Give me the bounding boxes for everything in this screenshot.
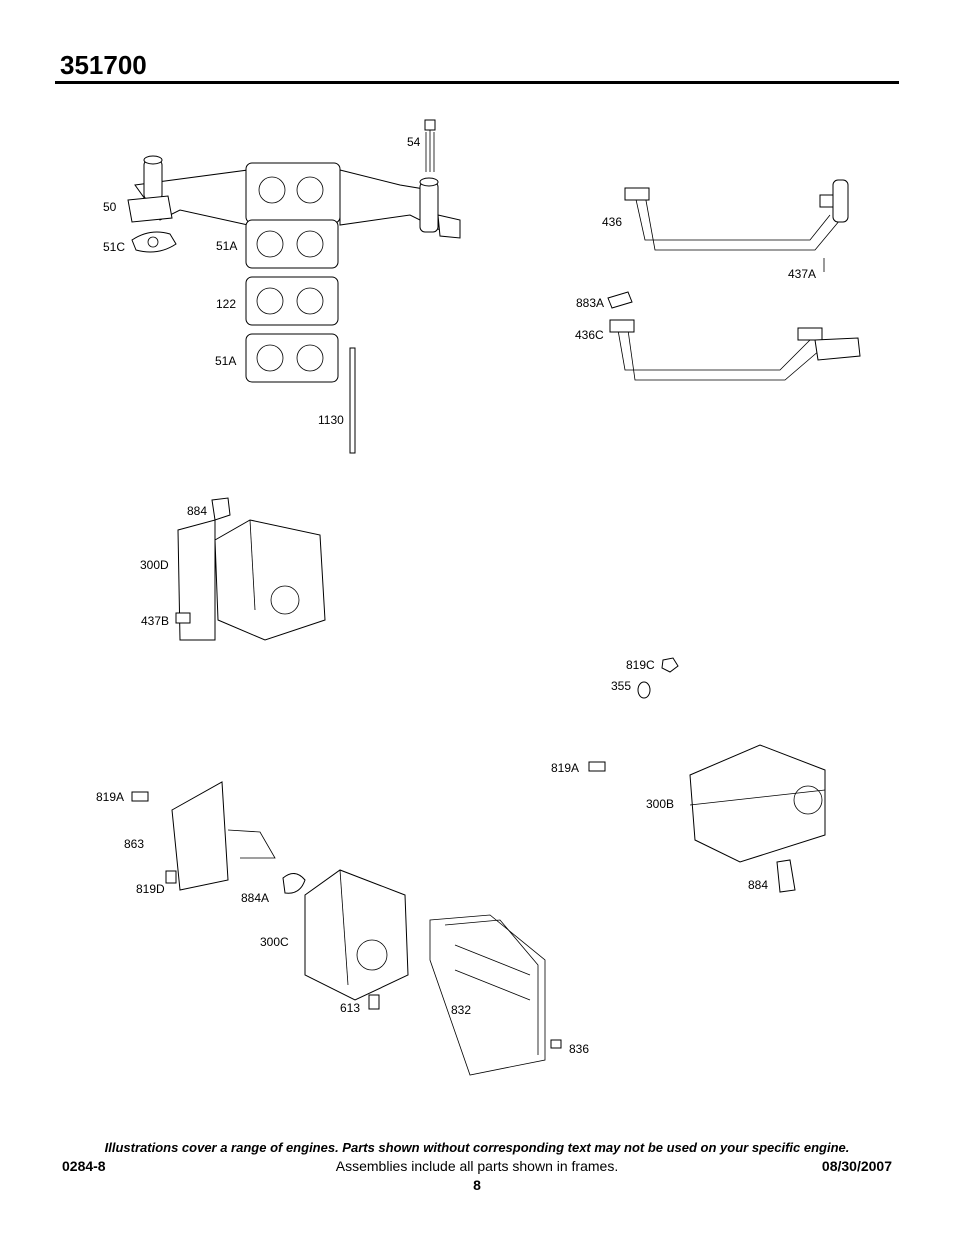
screw-819a-left-illustration [131,791,149,802]
page-title: 351700 [60,50,147,80]
label-437b: 437B [141,614,169,628]
screw-819d-illustration [165,870,177,884]
screw-819a-right-illustration [588,761,606,772]
label-51a-top: 51A [216,239,237,253]
label-1130: 1130 [318,413,344,427]
muffler-300c-illustration [304,869,409,1001]
screw-613-illustration [368,994,380,1010]
label-819d: 819D [136,882,165,896]
heat-shield-832-illustration [429,914,546,1076]
label-300d: 300D [140,558,169,572]
label-355: 355 [611,679,631,693]
exhaust-pipe-436-illustration [624,179,849,251]
label-819a-right: 819A [551,761,579,775]
gasket-883a-illustration [607,291,633,309]
label-50: 50 [103,200,117,214]
label-54: 54 [407,135,421,149]
label-436: 436 [602,215,622,229]
label-613: 613 [340,1001,360,1015]
label-51c: 51C [103,240,125,254]
exhaust-manifold-illustration [127,155,461,239]
washer-355-illustration [637,681,651,699]
label-884-right: 884 [748,878,768,892]
footer-disclaimer: Illustrations cover a range of engines. … [104,1140,850,1155]
screw-437b-illustration [175,612,191,624]
label-884a: 884A [241,891,269,905]
label-122: 122 [216,297,236,311]
label-436c: 436C [575,328,604,342]
bracket-863-illustration [171,781,229,891]
screw-836-illustration [550,1039,562,1049]
footer-document-code: 0284-8 [62,1158,106,1174]
muffler-300b-illustration [689,744,826,893]
label-836: 836 [569,1042,589,1056]
label-883a: 883A [576,296,604,310]
label-300c: 300C [260,935,289,949]
gasket-51c-illustration [131,231,177,253]
muffler-300d-illustration [177,497,326,641]
label-819c: 819C [626,658,655,672]
footer-assembly-note: Assemblies include all parts shown in fr… [335,1158,619,1174]
label-437a: 437A [788,267,816,281]
gasket-stack-illustration [245,219,339,383]
stud-1130-illustration [349,347,356,454]
label-300b: 300B [646,797,674,811]
label-51a-bottom: 51A [215,354,236,368]
clamp-884a-illustration [282,873,306,894]
bolt-54-illustration [424,119,436,172]
footer-date: 08/30/2007 [821,1158,892,1174]
screw-819c-illustration [661,657,679,673]
exhaust-pipe-436c-illustration [609,319,861,381]
label-884-top: 884 [187,504,207,518]
page-number: 8 [473,1177,481,1193]
label-819a-left: 819A [96,790,124,804]
label-832: 832 [451,1003,471,1017]
title-divider [55,81,899,84]
bracket-arm-illustration [227,829,276,859]
label-863: 863 [124,837,144,851]
